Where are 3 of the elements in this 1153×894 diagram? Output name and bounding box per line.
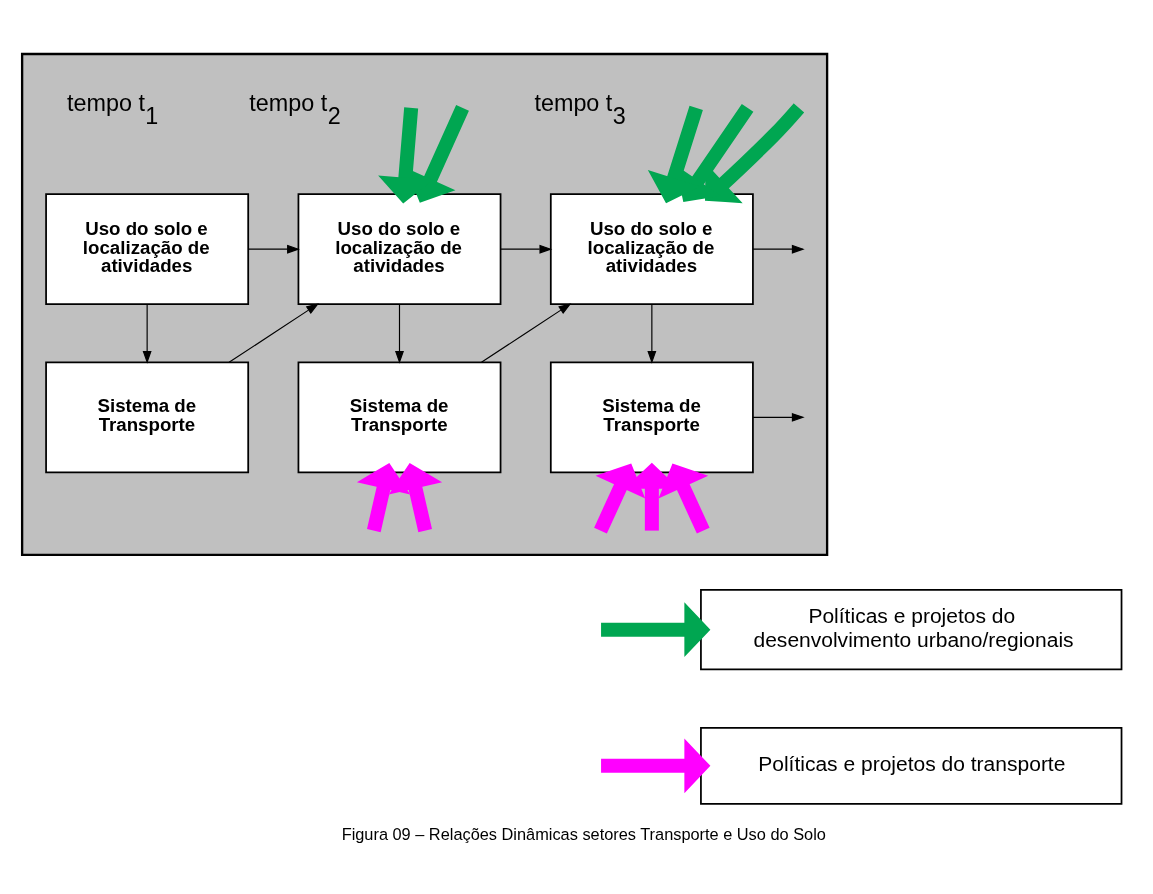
- legend-label: Políticas e projetos do transporte: [758, 751, 1066, 775]
- caption: Figura 09 – Relações Dinâmicas setores Transporte e Uso do Solo: [341, 825, 826, 844]
- legend-label: Políticas e projetos do desenvolvimento urbano/regionais: [753, 604, 1074, 651]
